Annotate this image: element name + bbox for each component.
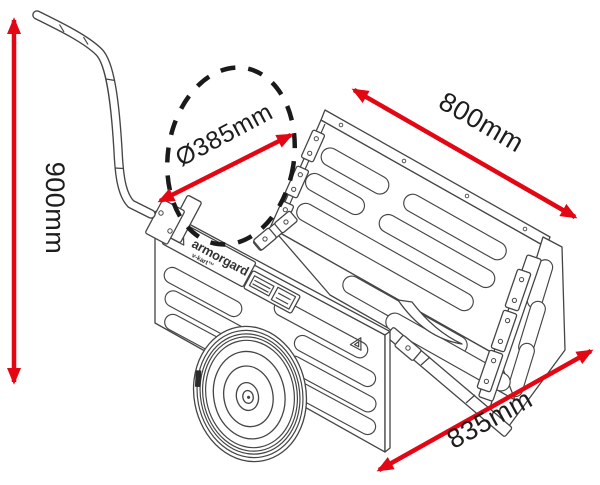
dimension-label-wheel-diameter: Ø385mm bbox=[171, 98, 278, 172]
wheel bbox=[192, 325, 308, 463]
rating-plate bbox=[243, 270, 301, 314]
slat-curve-detail bbox=[397, 299, 463, 345]
dimension-wheel-diameter: Ø385mm bbox=[157, 98, 294, 204]
dimension-label-height: 900mm bbox=[40, 162, 70, 255]
support-brace-front bbox=[252, 210, 298, 251]
small-logo-icon bbox=[349, 337, 362, 351]
handle bbox=[32, 10, 156, 219]
dimension-height: 900mm bbox=[7, 17, 70, 385]
dimension-label-length-top: 800mm bbox=[434, 86, 529, 158]
tyre-mark bbox=[194, 370, 202, 387]
